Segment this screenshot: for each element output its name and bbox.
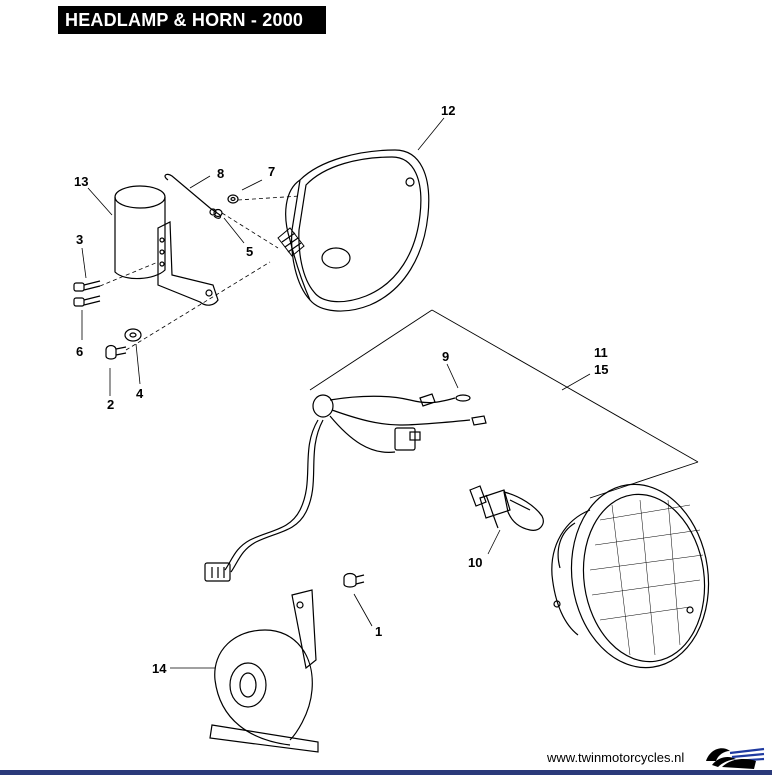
horn-bolt xyxy=(343,572,365,588)
button-head-screw xyxy=(105,344,127,360)
callout-5: 5 xyxy=(246,244,253,259)
callout-12: 12 xyxy=(441,103,455,118)
headlamp-lens-assembly xyxy=(551,483,710,669)
screw-upper xyxy=(73,280,101,292)
twin-motorcycles-logo-icon xyxy=(706,747,765,769)
callout-9: 9 xyxy=(442,349,449,364)
footer-bar xyxy=(0,770,772,775)
callout-11: 11 xyxy=(594,345,608,360)
callout-14: 14 xyxy=(152,661,167,676)
callout-1: 1 xyxy=(375,624,382,639)
callout-13: 13 xyxy=(74,174,88,189)
flat-washer xyxy=(124,328,142,342)
callout-8: 8 xyxy=(217,166,224,181)
callout-10: 10 xyxy=(468,555,482,570)
callout-6: 6 xyxy=(76,344,83,359)
callout-2: 2 xyxy=(107,397,114,412)
kit-outline xyxy=(309,309,699,499)
website-link[interactable]: www.twinmotorcycles.nl xyxy=(547,750,685,765)
callout-3: 3 xyxy=(76,232,83,247)
screw-lower xyxy=(73,295,101,307)
nut xyxy=(227,194,239,204)
assembly-lines xyxy=(99,195,301,351)
leader-lines xyxy=(81,117,591,669)
callout-4: 4 xyxy=(136,386,144,401)
callout-15: 15 xyxy=(594,362,608,377)
horn xyxy=(209,589,319,753)
page-title: HEADLAMP & HORN - 2000 xyxy=(58,6,326,34)
wiring-harness xyxy=(204,393,487,582)
headlamp-housing xyxy=(277,149,430,312)
callout-7: 7 xyxy=(268,164,275,179)
mounting-bracket xyxy=(114,173,222,306)
headlamp-bulb xyxy=(469,485,544,531)
